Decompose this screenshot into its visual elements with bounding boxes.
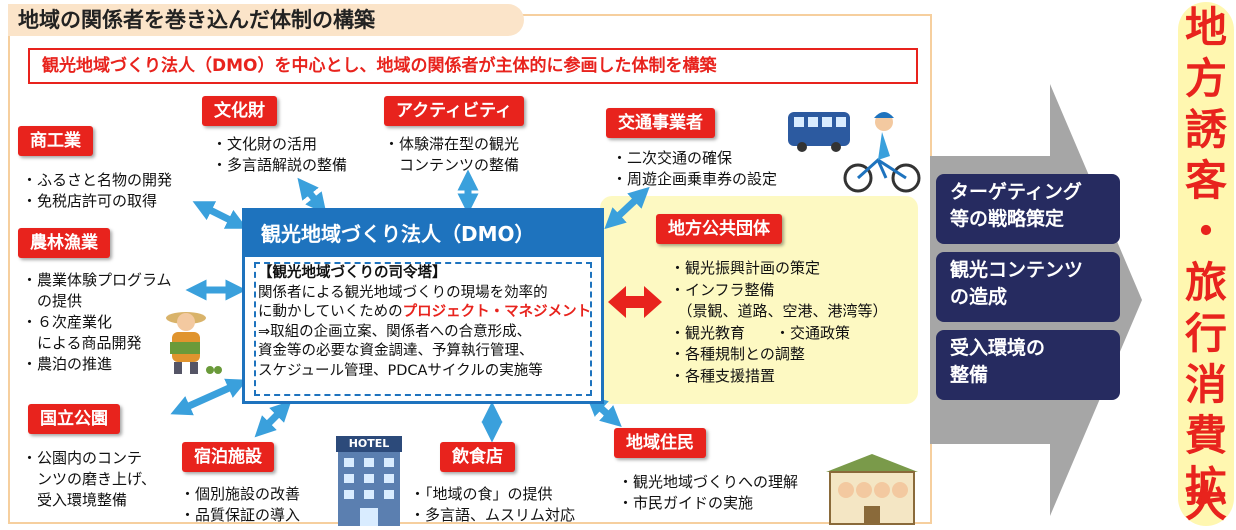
group-line: ・個別施設の改善 (180, 485, 301, 503)
dmo-header: 観光地域づくり法人（DMO） (245, 211, 601, 257)
residents-illustration (826, 454, 918, 525)
dmo-line: に動かしていくためのプロジェクト・マネジメント (258, 303, 591, 323)
result-char: 行 (1184, 309, 1227, 358)
label-shokougyou: 商工業 (18, 126, 93, 156)
group-line: ・品質保証の導入 (180, 506, 301, 524)
result-char: ・ (1184, 207, 1227, 256)
text-chihou: ・観光振興計画の策定 ・インフラ整備 （景観、道路、空港、港湾等） ・観光教育 … (670, 258, 888, 387)
building-icon (338, 452, 400, 526)
group-line: ・多言語、ムスリム対応 (410, 506, 576, 524)
text-activity: ・体験滞在型の観光 コンテンツの整備 (384, 134, 519, 176)
group-line: の提供 (22, 292, 83, 310)
result-char: 拡 (1184, 462, 1227, 511)
text-juumin: ・観光地域づくりへの理解 ・市民ガイドの実施 (618, 472, 798, 514)
label-nourin: 農林漁業 (18, 228, 110, 258)
dmo-heading: 【観光地域づくりの司令塔】 (258, 265, 447, 281)
farmer-illustration (166, 312, 222, 374)
outcome-strategy: ターゲティング 等の戦略策定 (936, 174, 1120, 244)
group-line: ・二次交通の確保 (612, 149, 733, 167)
group-line: ・市民ガイドの実施 (618, 494, 754, 512)
summary-banner: 観光地域づくり法人（DMO）を中心とし、地域の関係者が主体的に参画した体制を構築 (28, 48, 918, 84)
text-inshoku: ・「地域の食」の提供 ・多言語、ムスリム対応 (410, 484, 575, 526)
arrow-koutsuu (604, 186, 650, 230)
group-line: ・観光振興計画の策定 (670, 259, 821, 277)
group-line: ・各種規制との調整 (670, 345, 805, 363)
arrow-shokougyou (192, 201, 248, 229)
dmo-description: 【観光地域づくりの司令塔】 関係者による観光地域づくりの現場を効率的 に動かして… (258, 264, 591, 381)
outcome-line: の造成 (950, 286, 1008, 308)
group-line: ・農泊の推進 (22, 355, 113, 373)
label-koutsuu: 交通事業者 (606, 108, 715, 138)
outcome-line: ターゲティング (950, 181, 1082, 203)
group-line: （景観、道路、空港、港湾等） (670, 302, 888, 320)
result-char: 費 (1184, 411, 1227, 460)
group-line: ・各種支援措置 (670, 366, 776, 385)
label-kouen: 国立公園 (28, 404, 120, 434)
group-line: ・周遊企画乗車券の設定 (612, 170, 778, 188)
dmo-line: スケジュール管理、PDCAサイクルの実施等 (258, 362, 543, 379)
bus-cyclist-illustration (788, 112, 921, 193)
label-inshoku: 飲食店 (440, 442, 515, 472)
group-line: ・「地域の食」の提供 (410, 485, 553, 503)
dmo-line: 資金等の必要な資金調達、予算執行管理、 (258, 343, 534, 359)
dmo-line-text: に動かしていくための (258, 304, 403, 320)
outcome-line: 等の戦略策定 (950, 208, 1065, 230)
label-bunkazai: 文化財 (202, 96, 277, 126)
group-line: コンテンツの整備 (384, 156, 520, 174)
group-line: 受入環境整備 (22, 491, 128, 509)
text-koutsuu: ・二次交通の確保 ・周遊企画乗車券の設定 (612, 148, 777, 190)
group-line: による商品開発 (22, 334, 142, 352)
group-line: ・ふるさと名物の開発 (22, 171, 173, 189)
bus-icon (788, 112, 850, 152)
text-kouen: ・公園内のコンテ ンツの磨き上げ、 受入環境整備 (22, 448, 156, 511)
arrow-bunkazai (297, 177, 327, 215)
text-nourin: ・農業体験プログラム の提供 ・６次産業化 による商品開発 ・農泊の推進 (22, 270, 172, 375)
result-column: 地 方 誘 客 ・ 旅 行 消 費 拡 (1178, 2, 1234, 526)
arrow-chihou (608, 286, 662, 318)
dmo-line: 関係者による観光地域づくりの現場を効率的 (258, 284, 548, 301)
outcome-line: 整備 (950, 364, 989, 386)
arrow-shukuhaku (254, 400, 292, 438)
result-char: 地 (1184, 3, 1227, 52)
dmo-line: ⇒取組の企画立案、関係者への合意形成、 (258, 323, 532, 340)
arrow-juumin (586, 394, 622, 428)
label-activity: アクティビティ (384, 96, 525, 126)
group-line: ンツの磨き上げ、 (22, 470, 156, 488)
result-char: 消 (1184, 360, 1227, 409)
text-shokougyou: ・ふるさと名物の開発 ・免税店許可の取得 (22, 170, 172, 212)
hotel-sign: HOTEL (336, 436, 402, 452)
text-shukuhaku: ・個別施設の改善 ・品質保証の導入 (180, 484, 300, 526)
group-line: ・多言語解説の整備 (212, 156, 348, 174)
label-shukuhaku: 宿泊施設 (182, 442, 274, 472)
label-juumin: 地域住民 (614, 428, 706, 458)
outcome-content: 観光コンテンツ の造成 (936, 252, 1120, 322)
result-char: 方 (1184, 54, 1227, 103)
result-char: 誘 (1184, 105, 1227, 154)
dmo-emphasis: プロジェクト・マネジメント (402, 304, 592, 320)
hotel-illustration: HOTEL (336, 436, 402, 526)
outcome-line: 受入環境の (950, 337, 1046, 359)
outcome-environment: 受入環境の 整備 (936, 330, 1120, 400)
dmo-detail-box (254, 262, 592, 396)
group-line: ・インフラ整備 (670, 280, 775, 299)
group-line: ・観光地域づくりへの理解 (618, 473, 799, 491)
group-line: ・公園内のコンテ (22, 449, 143, 467)
group-line: ・観光教育 ・交通政策 (670, 323, 851, 342)
page-title: 地域の関係者を巻き込んだ体制の構築 (8, 4, 524, 36)
outcome-line: 観光コンテンツ (950, 259, 1084, 281)
group-line: ・農業体験プログラム (22, 271, 172, 289)
result-char: 旅 (1184, 258, 1227, 307)
label-chihou: 地方公共団体 (656, 214, 782, 244)
connector-arrows (170, 169, 662, 443)
result-char: 大 (1184, 477, 1227, 526)
text-bunkazai: ・文化財の活用 ・多言語解説の整備 (212, 134, 347, 176)
result-char: 客 (1184, 156, 1227, 205)
cyclist-icon (843, 112, 921, 193)
group-line: ・６次産業化 (22, 313, 113, 331)
group-line: ・体験滞在型の観光 (384, 135, 520, 153)
group-line: ・免税店許可の取得 (22, 192, 158, 210)
group-line: ・文化財の活用 (212, 135, 318, 153)
arrow-kouen (170, 378, 248, 416)
